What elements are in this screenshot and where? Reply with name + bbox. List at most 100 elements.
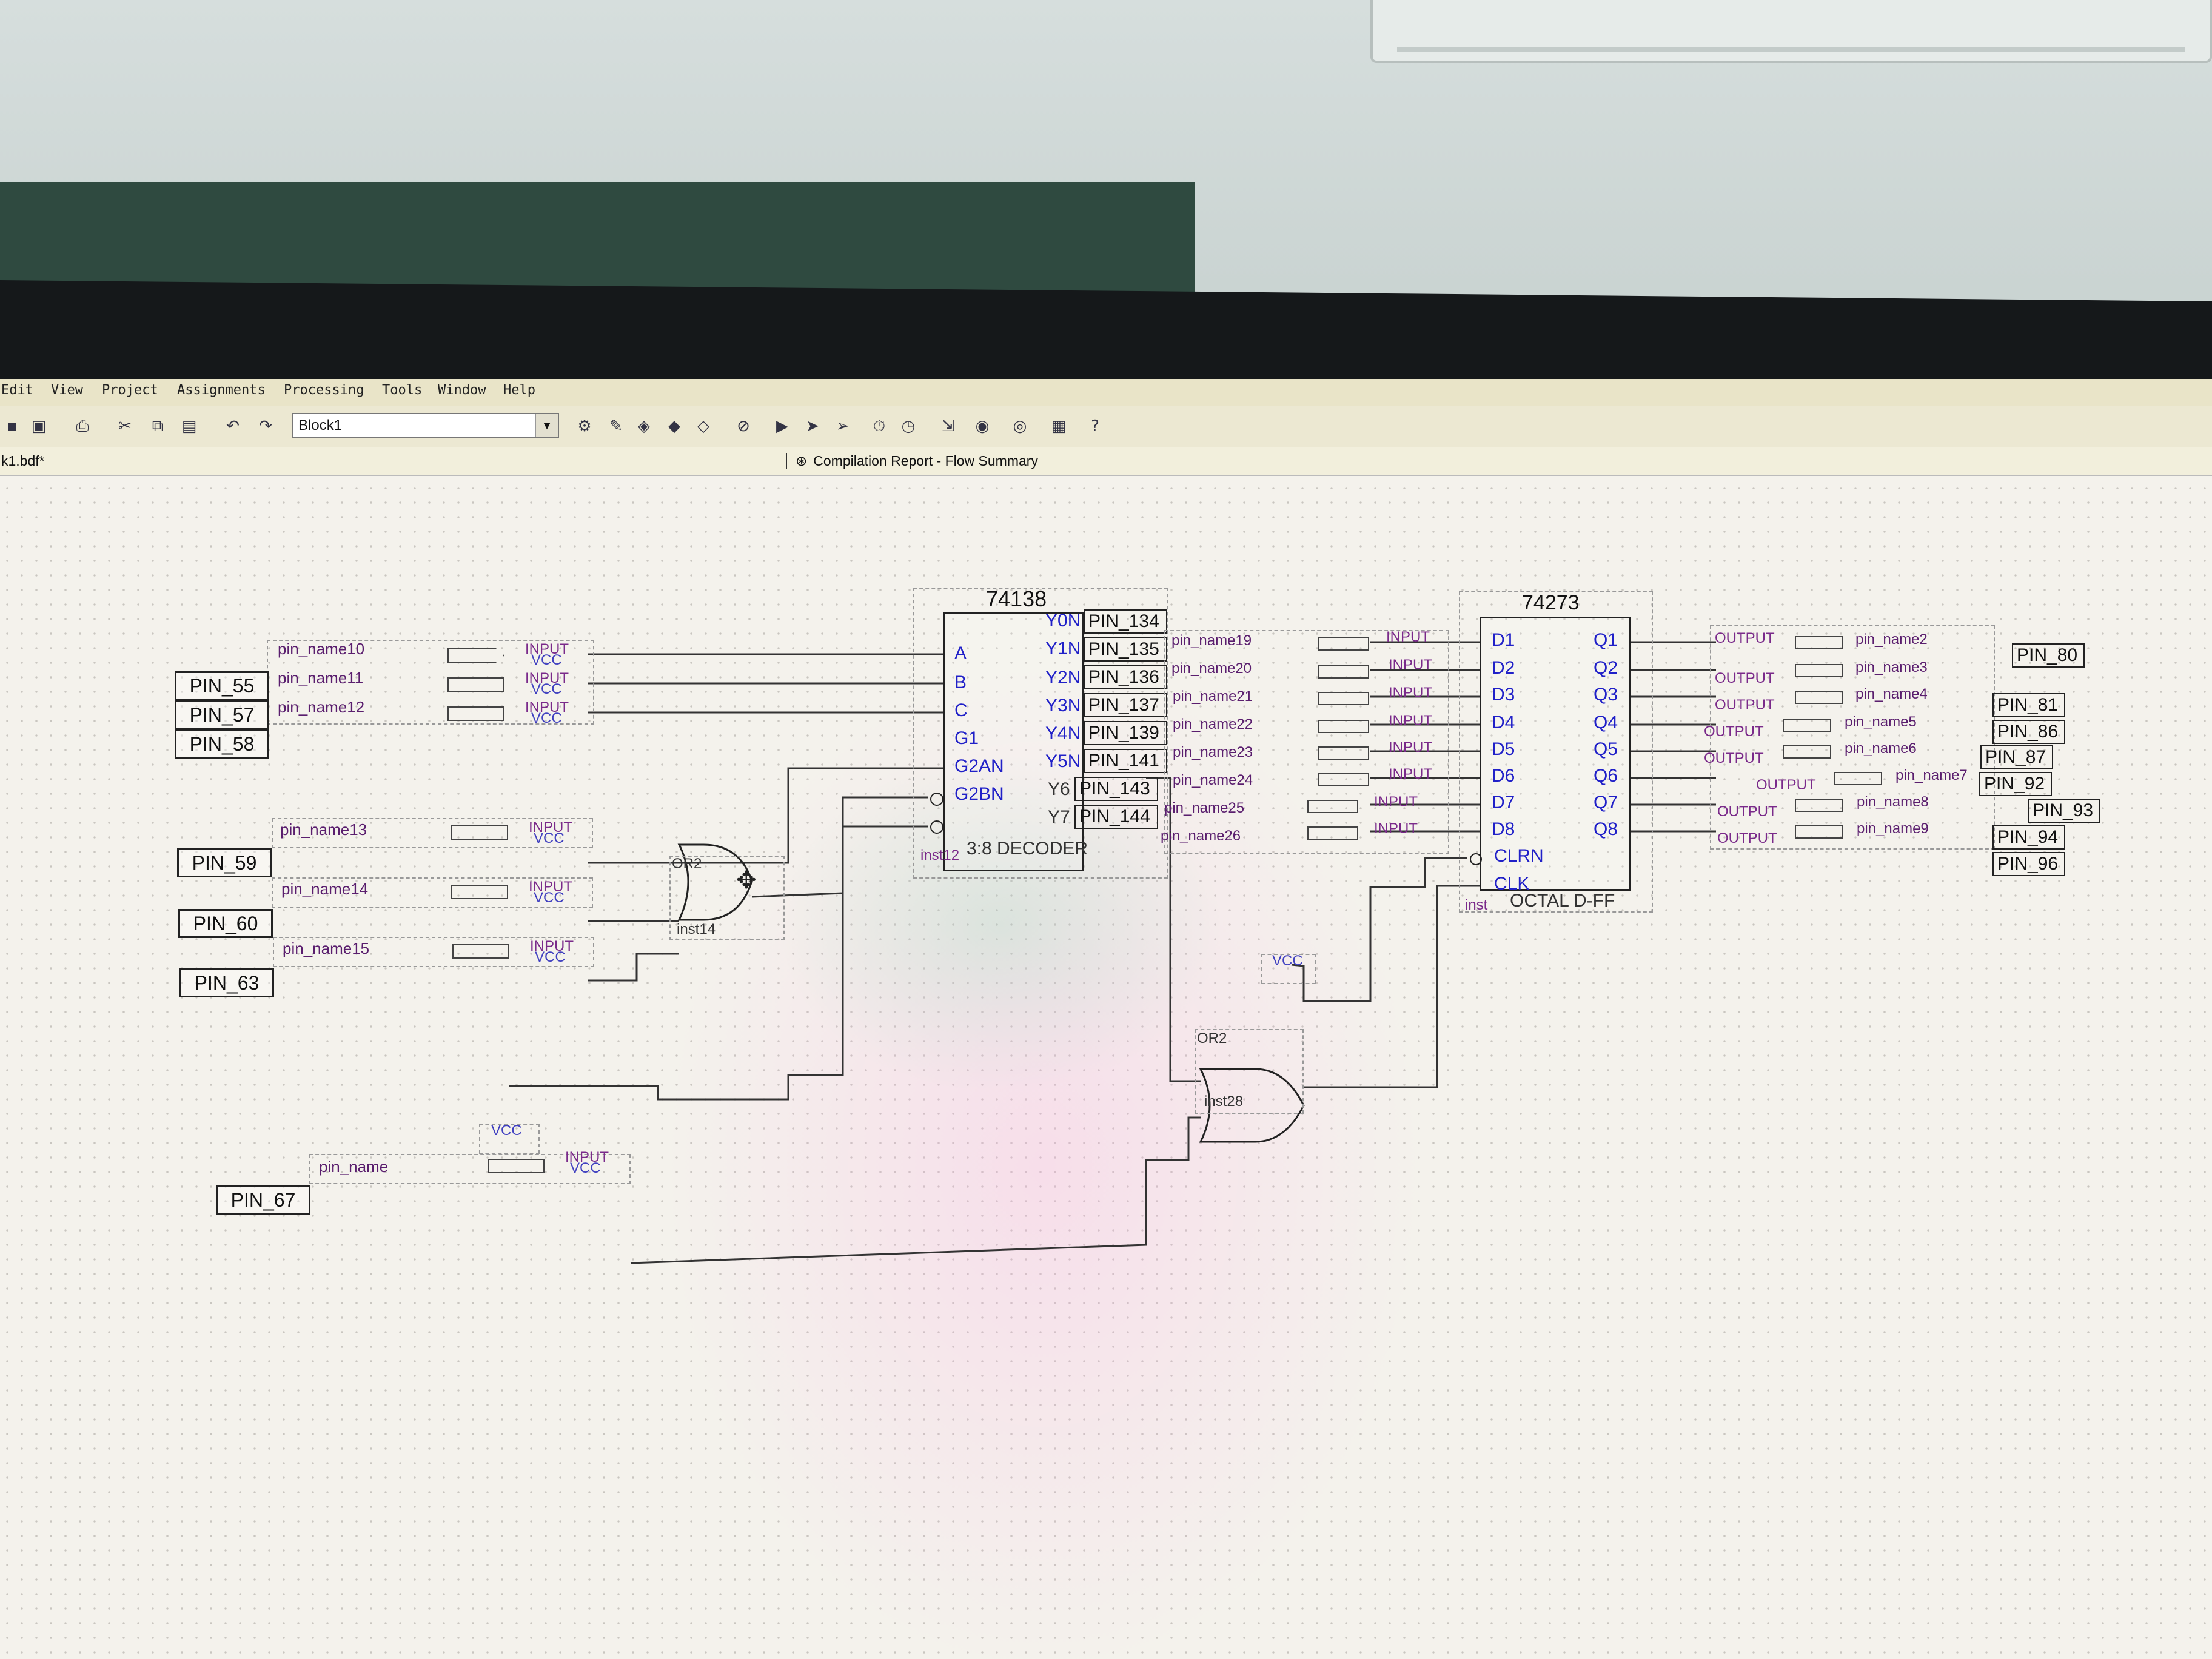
- input-pin-generic[interactable]: [309, 1154, 631, 1184]
- edit-icon[interactable]: ✎: [609, 417, 623, 435]
- save-icon[interactable]: ▪: [7, 417, 18, 435]
- copy-icon[interactable]: ⧉: [152, 417, 164, 435]
- pin-name-label: pin_name15: [283, 939, 370, 957]
- output-pin-assignment[interactable]: PIN_87: [1980, 745, 2053, 769]
- output-pin-assignment[interactable]: PIN_80: [2012, 643, 2085, 668]
- hierarchy-combo[interactable]: Block1 ▼: [292, 413, 559, 438]
- output-tag: OUTPUT: [1715, 697, 1775, 713]
- menu-edit[interactable]: Edit: [1, 383, 33, 398]
- input-pin-13[interactable]: [272, 818, 593, 848]
- input-symbol: [1318, 773, 1369, 786]
- dff-block[interactable]: [1459, 591, 1653, 913]
- decoder-out-pin[interactable]: PIN_137: [1084, 693, 1167, 717]
- or-gate-shape[interactable]: [677, 843, 753, 921]
- chevron-down-icon[interactable]: ▼: [535, 414, 558, 437]
- menu-window[interactable]: Window: [438, 383, 486, 398]
- cut-icon[interactable]: ✂: [118, 417, 132, 435]
- undo-icon[interactable]: ↶: [226, 417, 240, 435]
- pin-assignment[interactable]: PIN_55: [175, 671, 269, 700]
- dff-port-q7: Q7: [1594, 793, 1618, 813]
- sim-icon[interactable]: ◷: [901, 417, 916, 435]
- vcc-tag: VCC: [531, 710, 562, 726]
- output-pin-name: pin_name6: [1845, 740, 1917, 757]
- decoder-out-pin[interactable]: PIN_136: [1084, 665, 1167, 689]
- decoder-out-pin[interactable]: PIN_141: [1084, 749, 1167, 773]
- input-symbol: [1318, 746, 1369, 760]
- toolbar: ▪ ▣ ⎙ ✂ ⧉ ▤ ↶ ↷ Block1 ▼ ⚙ ✎ ◈ ◆ ◇ ⊘ ▶ ➤…: [0, 406, 2212, 448]
- redo-icon[interactable]: ↷: [259, 417, 272, 435]
- vcc-symbol[interactable]: [479, 1124, 540, 1154]
- paste-icon[interactable]: ▤: [181, 417, 197, 435]
- save-all-icon[interactable]: ▣: [31, 417, 47, 435]
- pin-assignment[interactable]: PIN_58: [175, 729, 269, 759]
- menu-processing[interactable]: Processing: [284, 383, 364, 398]
- invert-bubble: [1470, 853, 1482, 865]
- menu-project[interactable]: Project: [102, 383, 158, 398]
- decoder-body[interactable]: [943, 612, 1084, 871]
- pin-assignment[interactable]: PIN_57: [175, 700, 269, 729]
- decoder-block[interactable]: [913, 588, 1168, 879]
- print-icon[interactable]: ⎙: [76, 417, 89, 435]
- output-symbol: [1795, 691, 1843, 704]
- chip-planner-icon[interactable]: ▦: [1051, 417, 1067, 435]
- waveform-icon[interactable]: ⇲: [942, 417, 955, 435]
- or-gate-inst28[interactable]: [1195, 1029, 1304, 1114]
- dff-port-clk: CLK: [1494, 874, 1530, 894]
- pin-assignment[interactable]: PIN_60: [178, 909, 273, 938]
- pin-assignment[interactable]: PIN_67: [216, 1185, 310, 1215]
- menu-view[interactable]: View: [51, 383, 83, 398]
- decoder-out-pin[interactable]: PIN_139: [1084, 721, 1167, 745]
- output-tag: OUTPUT: [1717, 803, 1777, 820]
- invert-bubble: [930, 793, 943, 806]
- or-gate-inst14[interactable]: [669, 856, 785, 940]
- decoder-port-g1: G1: [954, 728, 979, 748]
- input-pin-14[interactable]: [272, 877, 593, 908]
- settings-icon[interactable]: ◈: [638, 417, 650, 435]
- tab-compilation-report[interactable]: ⊛Compilation Report - Flow Summary: [786, 453, 1038, 469]
- analyze-icon[interactable]: ➤: [806, 417, 819, 435]
- dff-body[interactable]: [1480, 617, 1631, 891]
- pin-planner-icon[interactable]: ⚙: [577, 417, 592, 435]
- output-pin-assignment[interactable]: PIN_93: [2028, 799, 2100, 823]
- input-symbol: [1318, 720, 1369, 733]
- or-gate-shape[interactable]: [1199, 1068, 1305, 1143]
- decoder-out-pin[interactable]: PIN_135: [1084, 637, 1167, 662]
- schematic-canvas[interactable]: pin_name10 pin_name11 pin_name12 INPUT V…: [0, 475, 2212, 1659]
- help-icon[interactable]: ?: [1091, 417, 1099, 435]
- output-pin-assignment[interactable]: PIN_96: [1992, 852, 2065, 876]
- input-symbol: [1318, 637, 1369, 651]
- menu-tools[interactable]: Tools: [382, 383, 423, 398]
- output-pin-assignment[interactable]: PIN_81: [1992, 693, 2065, 717]
- pin-assignment[interactable]: PIN_63: [179, 968, 274, 997]
- input-pin-15[interactable]: [273, 937, 594, 967]
- menu-assignments[interactable]: Assignments: [177, 383, 266, 398]
- vcc-symbol[interactable]: [1261, 954, 1316, 984]
- decoder-out-pin[interactable]: PIN_134: [1084, 609, 1167, 634]
- vcc-tag: VCC: [534, 890, 565, 906]
- stop-icon[interactable]: ⊘: [737, 417, 750, 435]
- dff-desc: OCTAL D-FF: [1510, 891, 1615, 911]
- output-pin-assignment[interactable]: PIN_86: [1992, 720, 2065, 744]
- tab-bdf[interactable]: k1.bdf*: [1, 453, 45, 469]
- output-pins-group[interactable]: [1710, 625, 1995, 850]
- output-symbol: [1795, 799, 1843, 812]
- decoder-out-pin[interactable]: PIN_143: [1074, 777, 1158, 801]
- dff-port-d3: D3: [1492, 685, 1515, 705]
- tool-icon[interactable]: ◎: [1013, 417, 1027, 435]
- chip-icon[interactable]: ◆: [668, 417, 680, 435]
- output-pin-assignment[interactable]: PIN_92: [1979, 772, 2052, 796]
- fitter-icon[interactable]: ➢: [836, 417, 850, 435]
- start-compile-icon[interactable]: ▶: [776, 417, 788, 435]
- pin-name-label: pin_name14: [281, 880, 369, 898]
- pin-assignment[interactable]: PIN_59: [177, 848, 272, 877]
- menu-help[interactable]: Help: [503, 383, 535, 398]
- decoder-port-y6: Y6: [1048, 779, 1070, 799]
- programmer-icon[interactable]: ◉: [975, 417, 990, 435]
- decoder-out-pin[interactable]: PIN_144: [1074, 805, 1158, 829]
- rtl-icon[interactable]: ◇: [697, 417, 709, 435]
- dff-input-pins-group[interactable]: [1164, 630, 1449, 854]
- output-pin-assignment[interactable]: PIN_94: [1992, 825, 2065, 850]
- decoder-port-y5n: Y5N: [1045, 751, 1081, 771]
- timing-icon[interactable]: ⏱: [873, 417, 886, 435]
- output-pin-name: pin_name9: [1857, 820, 1929, 837]
